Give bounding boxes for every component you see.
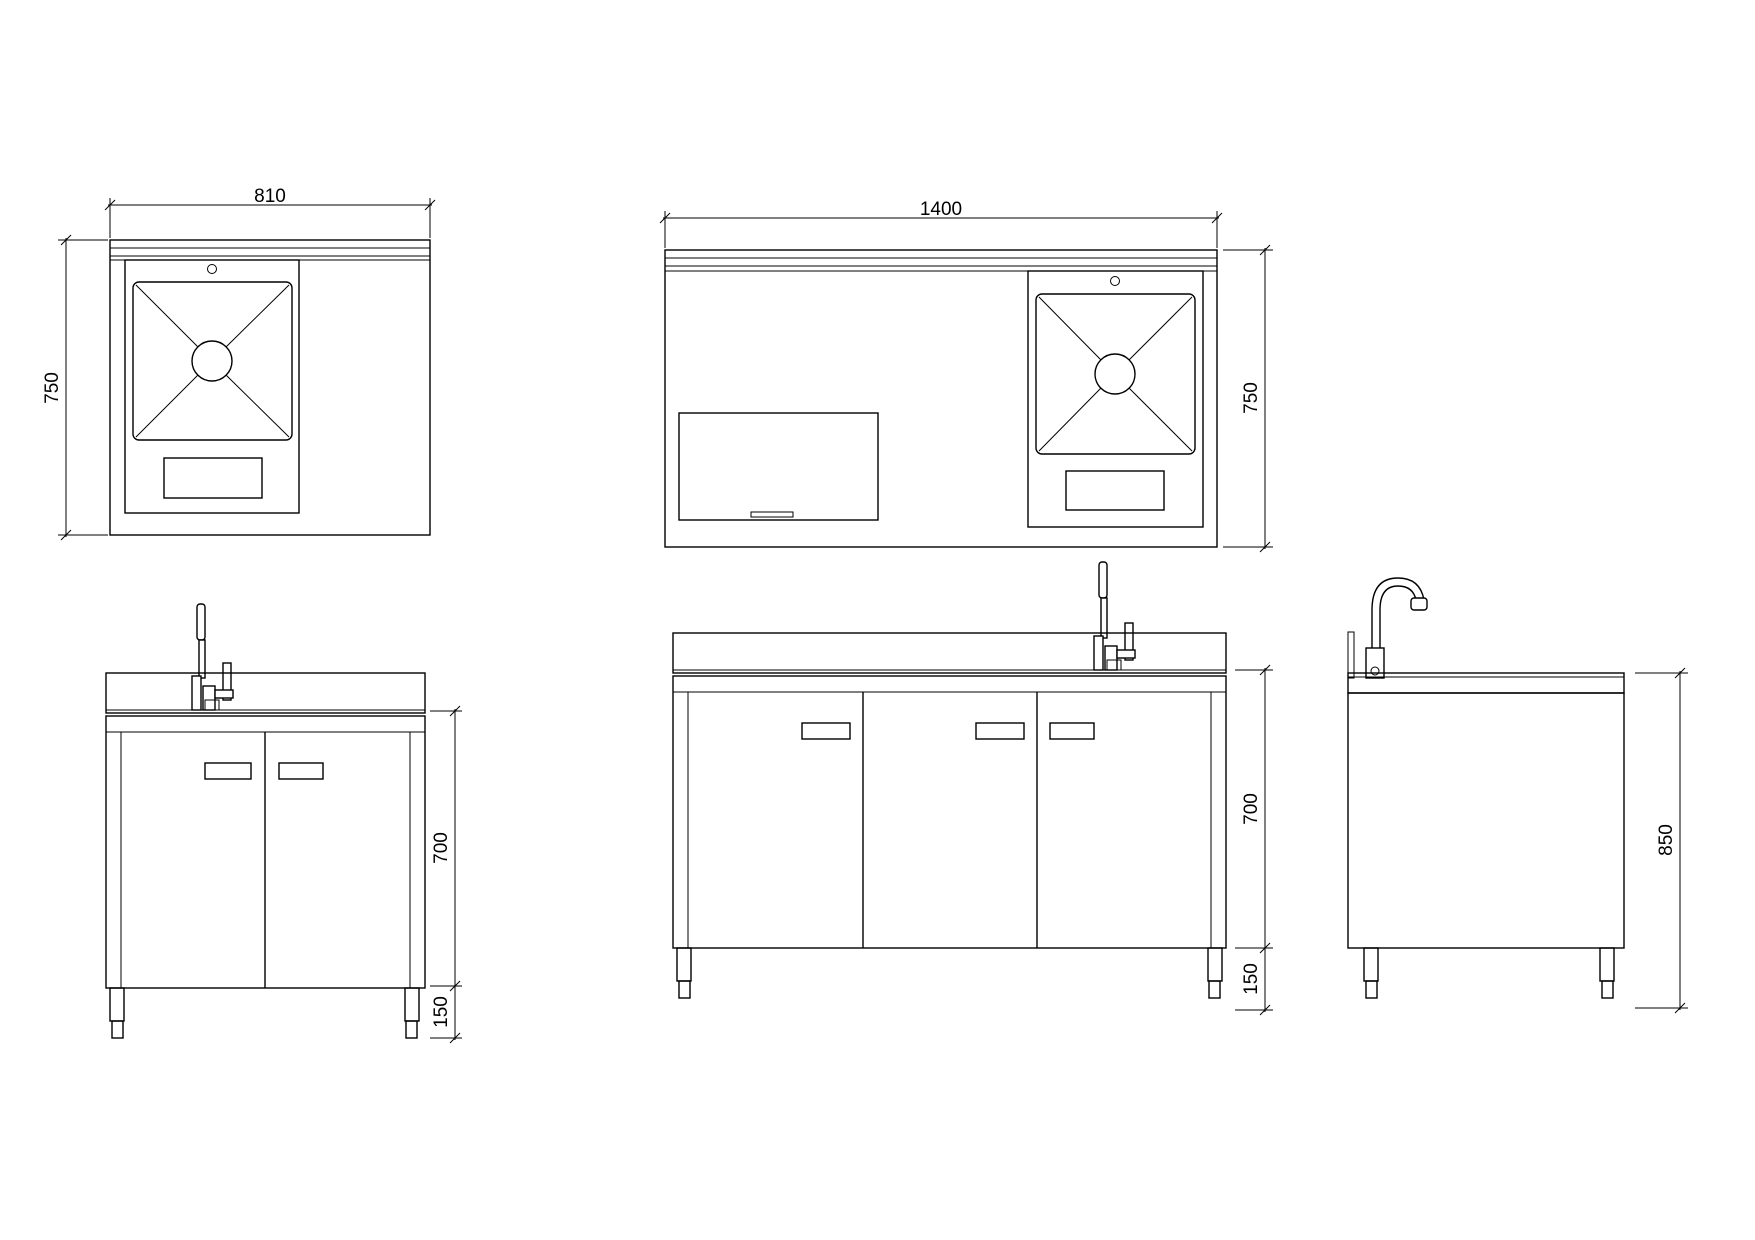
large-front-body-height-label: 700 bbox=[1241, 793, 1262, 825]
sink-side-view bbox=[1347, 577, 1625, 999]
small-front-leg-height-label: 150 bbox=[431, 996, 452, 1028]
small-front-body-height-label: 700 bbox=[431, 832, 452, 864]
small-plan-depth-label: 750 bbox=[42, 372, 63, 404]
large-plan-depth-label: 750 bbox=[1241, 382, 1262, 414]
large-plan-width-label: 1400 bbox=[920, 199, 962, 220]
large-sink-plan-view bbox=[664, 249, 1218, 548]
small-sink-plan-view bbox=[109, 239, 431, 536]
dimension-large-plan-width: 1400 bbox=[659, 199, 1223, 248]
dimension-small-plan-depth: 750 bbox=[42, 234, 108, 541]
side-total-height-label: 850 bbox=[1656, 824, 1677, 856]
dimension-small-plan-width: 810 bbox=[104, 186, 436, 238]
dimension-large-plan-depth: 750 bbox=[1223, 244, 1273, 553]
large-front-leg-height-label: 150 bbox=[1241, 963, 1262, 995]
dimension-small-front-heights: 700 150 bbox=[430, 705, 462, 1044]
dimension-large-front-heights: 700 150 bbox=[1235, 664, 1273, 1016]
faucet-icon bbox=[1093, 561, 1136, 671]
faucet-icon bbox=[191, 603, 234, 711]
small-sink-front-view bbox=[105, 603, 426, 1039]
dimension-side-total-height: 850 bbox=[1635, 667, 1688, 1014]
gooseneck-faucet-icon bbox=[1347, 577, 1428, 679]
small-plan-width-label: 810 bbox=[254, 186, 286, 207]
large-sink-front-view bbox=[672, 561, 1227, 999]
